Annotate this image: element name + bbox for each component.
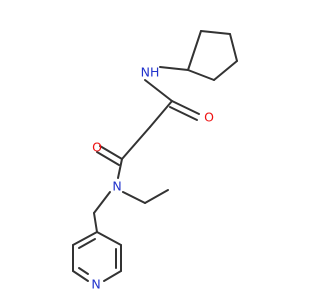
atom-label-nh: NH (141, 65, 160, 80)
bond (103, 270, 122, 282)
bond (187, 30, 202, 71)
bond-n-ethyl (122, 191, 146, 204)
bond-chain (149, 100, 173, 128)
atom-label-o-mid: O (92, 140, 102, 155)
bond (187, 69, 215, 81)
bond (96, 231, 122, 246)
bond-nh-carbonyl (144, 79, 173, 102)
atom-label-n-tertiary: N (112, 179, 121, 194)
bond-n-methylene (93, 191, 111, 214)
cyclopentyl-ring (187, 30, 238, 81)
bond-carbonyl-o-top-1 (171, 100, 200, 115)
molecule-structure: NH O O N N (72, 30, 238, 292)
bond (213, 60, 238, 81)
bond-chain (121, 126, 151, 160)
bond (200, 30, 231, 35)
bond-double-inner (78, 238, 96, 249)
bond (229, 33, 238, 62)
bond-carbonyl-o-mid-1 (99, 145, 123, 160)
pyridine-ring (72, 231, 122, 282)
bond (72, 231, 98, 246)
atom-label-n-pyridine: N (91, 277, 100, 292)
atom-label-o-top: O (204, 110, 214, 125)
bond-methylene-ring (93, 212, 98, 233)
bond-nh-cyclopentyl (159, 66, 189, 71)
bond-ethyl (144, 189, 169, 204)
bond-carbonyl-n (117, 158, 123, 179)
bond (72, 270, 89, 282)
bond-carbonyl-o-mid-2 (96, 151, 120, 166)
bond-carbonyl-o-top-2 (169, 106, 198, 121)
bond-double-inner (78, 267, 89, 275)
